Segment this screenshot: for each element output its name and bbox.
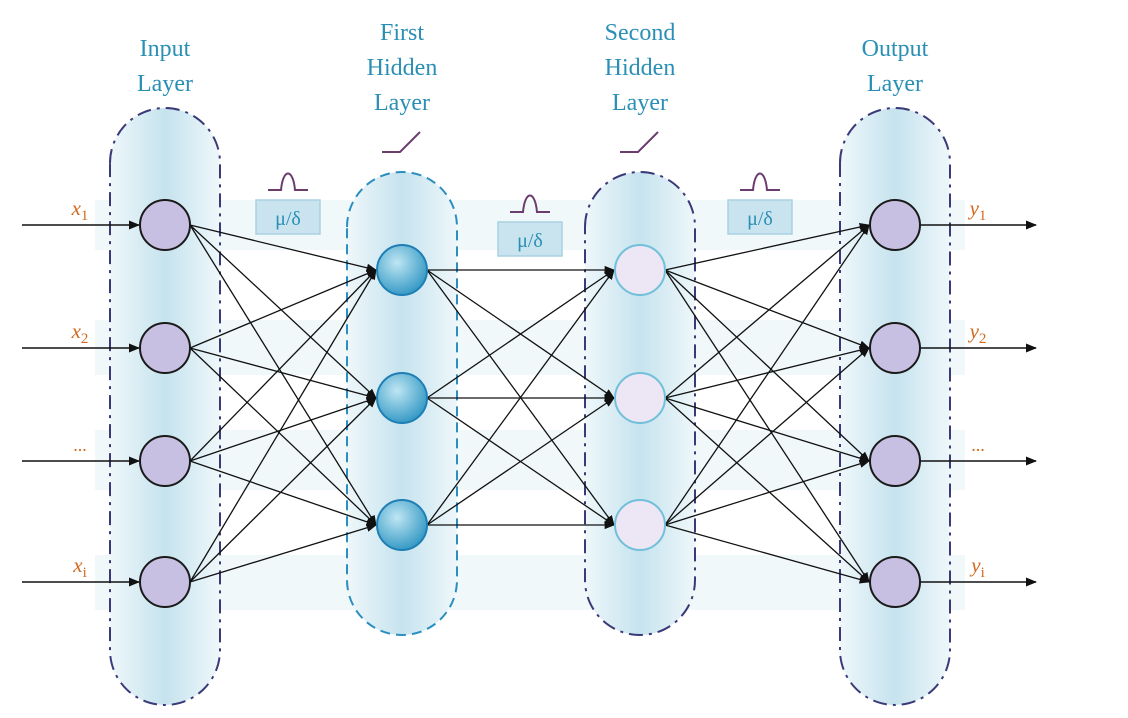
connection-arrow	[664, 269, 870, 349]
layer-title-line: Output	[862, 36, 929, 62]
layer-title-line: First	[380, 20, 424, 46]
neuron-output	[869, 556, 921, 608]
layer-title-line: Layer	[374, 90, 430, 116]
connection-arrow	[664, 459, 870, 526]
normalization-box: μ/δ	[727, 172, 793, 235]
neurons	[139, 199, 921, 608]
neuron-input	[139, 199, 191, 251]
connection-arrow	[664, 347, 870, 526]
background-bands	[95, 200, 965, 610]
connections	[189, 222, 871, 584]
layer-containers	[109, 107, 951, 706]
neuron-hidden1	[376, 499, 428, 551]
connection-arrow	[664, 224, 870, 526]
connection-arrow	[189, 224, 377, 399]
output-label: ...	[971, 435, 985, 455]
normalization-box-bg	[727, 199, 793, 235]
neuron-output	[869, 435, 921, 487]
layer-title-line: Input	[140, 36, 191, 62]
ramp-activation-icon	[382, 131, 421, 153]
background-band	[95, 555, 965, 610]
layer-container-output	[839, 107, 951, 706]
connection-arrow	[426, 397, 615, 526]
connection-arrow	[426, 269, 615, 399]
layer-title-line: Hidden	[605, 55, 676, 81]
bell-curve-icon	[510, 194, 550, 213]
connection-arrow	[664, 397, 870, 463]
background-band	[95, 430, 965, 490]
layer-container-input	[109, 107, 221, 706]
connection-arrow	[664, 224, 870, 399]
connection-arrow	[189, 269, 377, 462]
normalization-label: μ/δ	[517, 230, 543, 252]
input-label: x2	[71, 319, 89, 347]
normalization-box-bg	[497, 221, 563, 257]
connection-arrow	[664, 269, 870, 462]
input-label: xi	[72, 553, 87, 581]
connection-arrow	[664, 524, 871, 584]
neuron-input	[139, 435, 191, 487]
neuron-hidden2	[614, 499, 666, 551]
layer-title-line: Layer	[612, 90, 668, 116]
normalization-label: μ/δ	[747, 208, 773, 230]
ramp-activation-icon	[620, 131, 659, 153]
neuron-output	[869, 322, 921, 374]
connection-arrow	[189, 523, 377, 583]
connection-arrow	[189, 224, 378, 272]
neuron-hidden1	[376, 372, 428, 424]
layer-title-line: Layer	[867, 71, 923, 97]
neuron-input	[139, 322, 191, 374]
output-label: y2	[968, 319, 987, 347]
activation-icons	[382, 131, 659, 153]
neuron-hidden1	[376, 244, 428, 296]
connection-arrow	[664, 269, 870, 583]
normalization-boxes: μ/δ μ/δ μ/δ	[255, 172, 793, 257]
connection-arrow	[189, 269, 377, 583]
neuron-hidden2	[614, 372, 666, 424]
connection-arrow	[189, 460, 377, 526]
connection-arrow	[664, 346, 871, 399]
layer-title-line: Layer	[137, 71, 193, 97]
connection-arrow	[664, 397, 870, 583]
output-label: yi	[969, 553, 985, 581]
connection-arrow	[189, 347, 378, 400]
normalization-label: μ/δ	[275, 208, 301, 230]
neuron-input	[139, 556, 191, 608]
input-label: x1	[71, 196, 89, 224]
connection-arrow	[189, 269, 377, 349]
connection-arrow	[426, 269, 615, 526]
layer-title-line: Hidden	[367, 55, 438, 81]
connection-arrow	[189, 397, 377, 462]
normalization-box: μ/δ	[255, 172, 321, 235]
bell-curve-icon	[740, 172, 780, 191]
connection-arrow	[189, 224, 377, 526]
io-arrows	[22, 220, 1038, 587]
normalization-box-bg	[255, 199, 321, 235]
layer-title-line: Second	[605, 20, 676, 46]
neuron-hidden2	[614, 244, 666, 296]
neuron-output	[869, 199, 921, 251]
connection-arrow	[664, 222, 871, 271]
connection-arrow	[189, 397, 377, 583]
bell-curve-icon	[268, 172, 308, 191]
input-label: ...	[73, 435, 87, 455]
normalization-box: μ/δ	[497, 194, 563, 257]
connection-arrow	[189, 347, 377, 526]
output-label: y1	[968, 196, 987, 224]
